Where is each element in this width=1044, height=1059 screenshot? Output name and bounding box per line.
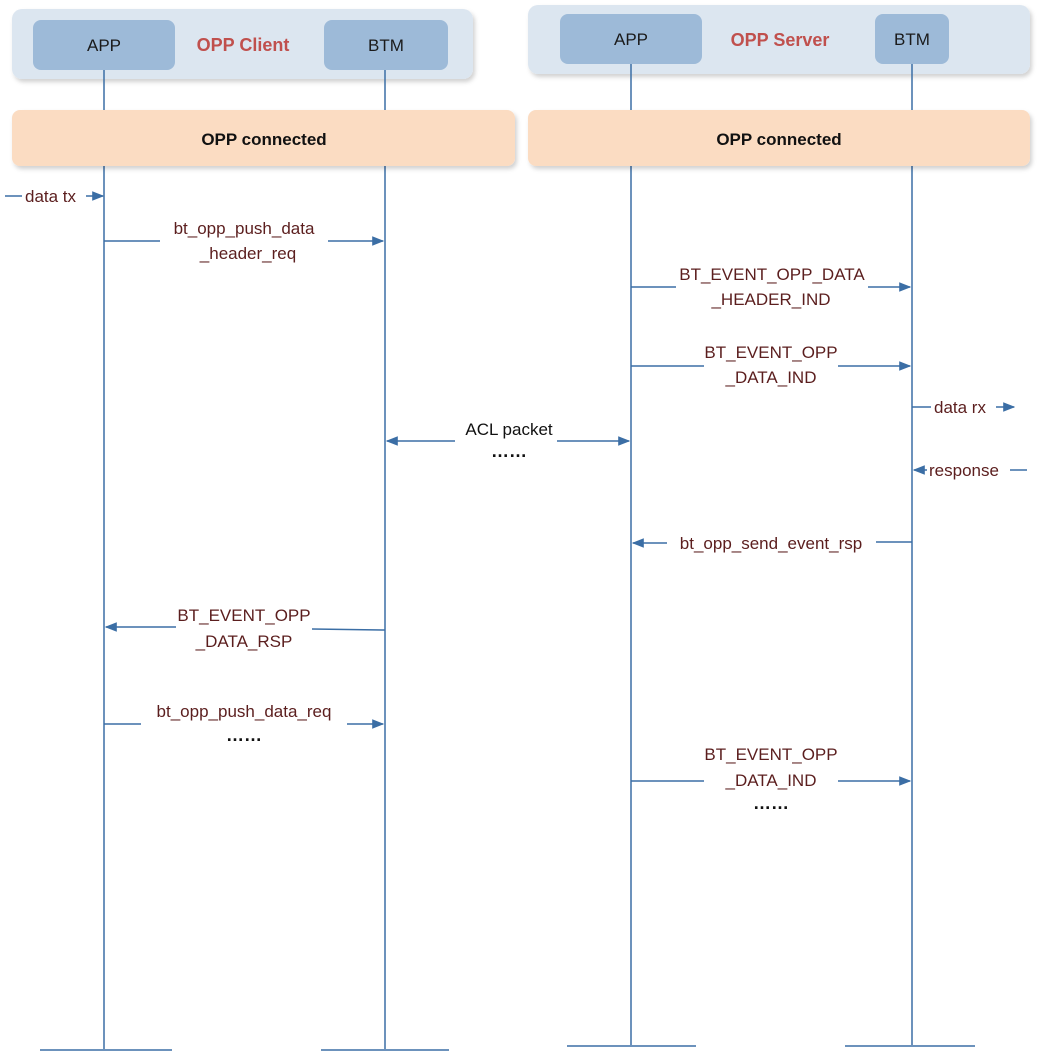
- send-event-rsp-label: bt_opp_send_event_rsp: [680, 534, 862, 553]
- data-rsp-label-2: _DATA_RSP: [195, 632, 293, 651]
- data-rsp-label-1: BT_EVENT_OPP: [177, 606, 310, 625]
- response-label: response: [929, 461, 999, 480]
- push-data-req-dots: ……: [226, 725, 262, 745]
- data-ind-label-1: BT_EVENT_OPP: [704, 343, 837, 362]
- acl-dots: ……: [491, 441, 527, 461]
- data-rsp-arrow-a: [311, 628, 386, 631]
- client-btm-box: [324, 20, 448, 70]
- data-tx-label: data tx: [25, 187, 77, 206]
- server-title: OPP Server: [731, 30, 830, 50]
- header-ind-label-2: _HEADER_IND: [710, 290, 830, 309]
- push-header-label-2: _header_req: [199, 244, 296, 263]
- client-connected-bar: [12, 110, 515, 166]
- push-data-req-label: bt_opp_push_data_req: [157, 702, 332, 721]
- header-ind-label-1: BT_EVENT_OPP_DATA: [679, 265, 865, 284]
- data-ind-label-2: _DATA_IND: [724, 368, 816, 387]
- server-app-box: [560, 14, 702, 64]
- client-app-label: APP: [87, 36, 121, 55]
- server-btm-label: BTM: [894, 30, 930, 49]
- push-header-label-1: bt_opp_push_data: [174, 219, 315, 238]
- data-rx-label: data rx: [934, 398, 986, 417]
- client-btm-label: BTM: [368, 36, 404, 55]
- server-btm-box: [875, 14, 949, 64]
- server-app-label: APP: [614, 30, 648, 49]
- client-connected-label: OPP connected: [201, 130, 326, 149]
- server-connected-bar: [528, 110, 1030, 166]
- data-ind2-dots: ……: [753, 793, 789, 813]
- acl-label: ACL packet: [465, 420, 553, 439]
- server-connected-label: OPP connected: [716, 130, 841, 149]
- client-title: OPP Client: [197, 35, 290, 55]
- client-app-box: [33, 20, 175, 70]
- data-ind2-label-1: BT_EVENT_OPP: [704, 745, 837, 764]
- data-ind2-label-2: _DATA_IND: [724, 771, 816, 790]
